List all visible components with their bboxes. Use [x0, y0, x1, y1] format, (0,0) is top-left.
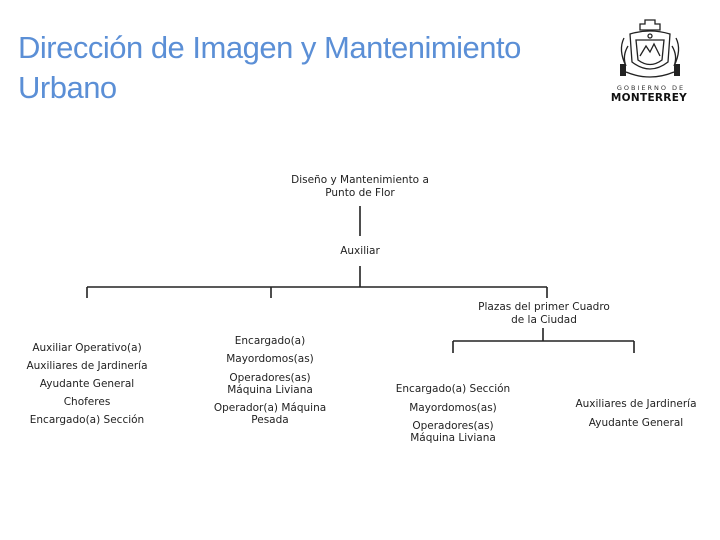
- column-4: Auxiliares de Jardinería Ayudante Genera…: [570, 398, 702, 438]
- list-item: Auxiliares de Jardinería: [26, 360, 148, 372]
- list-item: Auxiliar Operativo(a): [32, 342, 142, 354]
- city-crest-icon: [620, 19, 680, 78]
- node-root: Diseño y Mantenimiento a Punto de Flor: [291, 174, 429, 199]
- title-line-1: Dirección de Imagen y Mantenimiento: [18, 30, 521, 65]
- node-auxiliar: Auxiliar: [340, 245, 380, 257]
- list-item: Operador(a) Máquina Pesada: [213, 402, 327, 426]
- column-3: Encargado(a) Sección Mayordomos(as) Oper…: [382, 383, 524, 453]
- list-item: Encargado(a): [234, 335, 306, 347]
- list-item: Ayudante General: [39, 378, 135, 390]
- node-plazas: Plazas del primer Cuadro de la Ciudad: [478, 301, 610, 326]
- list-item: Encargado(a) Sección: [29, 414, 145, 426]
- page-title: Dirección de Imagen y Mantenimiento Urba…: [18, 28, 608, 108]
- list-item: Mayordomos(as): [226, 353, 314, 365]
- list-item: Mayordomos(as): [409, 402, 497, 414]
- logo-main-text: MONTERREY: [610, 92, 688, 104]
- list-item: Choferes: [63, 396, 111, 408]
- monterrey-logo: GOBIERNO DE MONTERREY: [610, 16, 690, 106]
- logo-top-text: GOBIERNO DE: [616, 84, 686, 92]
- list-item: Auxiliares de Jardinería: [575, 398, 697, 410]
- title-line-2: Urbano: [18, 70, 117, 105]
- column-2: Encargado(a) Mayordomos(as) Operadores(a…: [194, 335, 346, 426]
- list-item: Operadores(as) Máquina Liviana: [410, 420, 496, 444]
- list-item: Operadores(as) Máquina Liviana: [227, 372, 313, 396]
- list-item: Ayudante General: [588, 417, 684, 429]
- column-1: Auxiliar Operativo(a) Auxiliares de Jard…: [18, 342, 156, 432]
- list-item: Encargado(a) Sección: [395, 383, 511, 395]
